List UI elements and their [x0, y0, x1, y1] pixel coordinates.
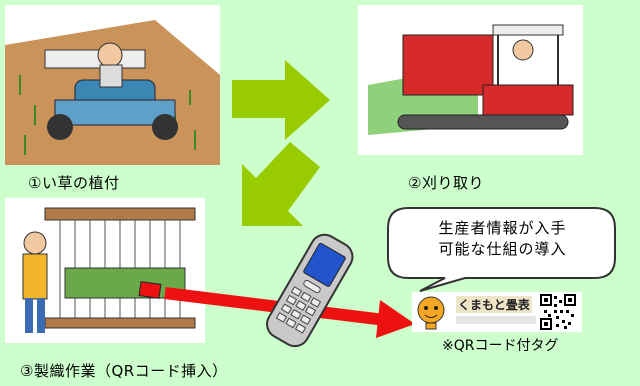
callout-text: 生産者情報が入手 可能な仕組の導入: [395, 218, 610, 260]
flow-arrow-right: [232, 60, 330, 140]
step-1-caption: ①い草の植付: [28, 174, 120, 192]
mobile-phone-icon: [266, 233, 354, 348]
qr-tag: くまもと畳表: [412, 292, 582, 332]
step-1-image: [5, 5, 220, 165]
step-3-caption: ③製織作業（QRコード挿入）: [20, 362, 228, 380]
step-2-caption: ②刈り取り: [408, 174, 484, 192]
callout-line-1: 生産者情報が入手: [438, 219, 567, 237]
tag-fine-print: [456, 316, 536, 324]
mascot-icon: [417, 296, 445, 330]
tag-caption: ※QRコード付タグ: [442, 338, 559, 354]
step-3-image: [5, 198, 205, 343]
qr-code-icon: [540, 294, 576, 330]
callout-bubble: [387, 207, 616, 292]
step-2-image: [358, 5, 583, 155]
flow-arrow-down-left: [242, 142, 320, 226]
callout-line-2: 可能な仕組の導入: [438, 240, 567, 258]
tag-brand: くまもと畳表: [456, 296, 532, 313]
